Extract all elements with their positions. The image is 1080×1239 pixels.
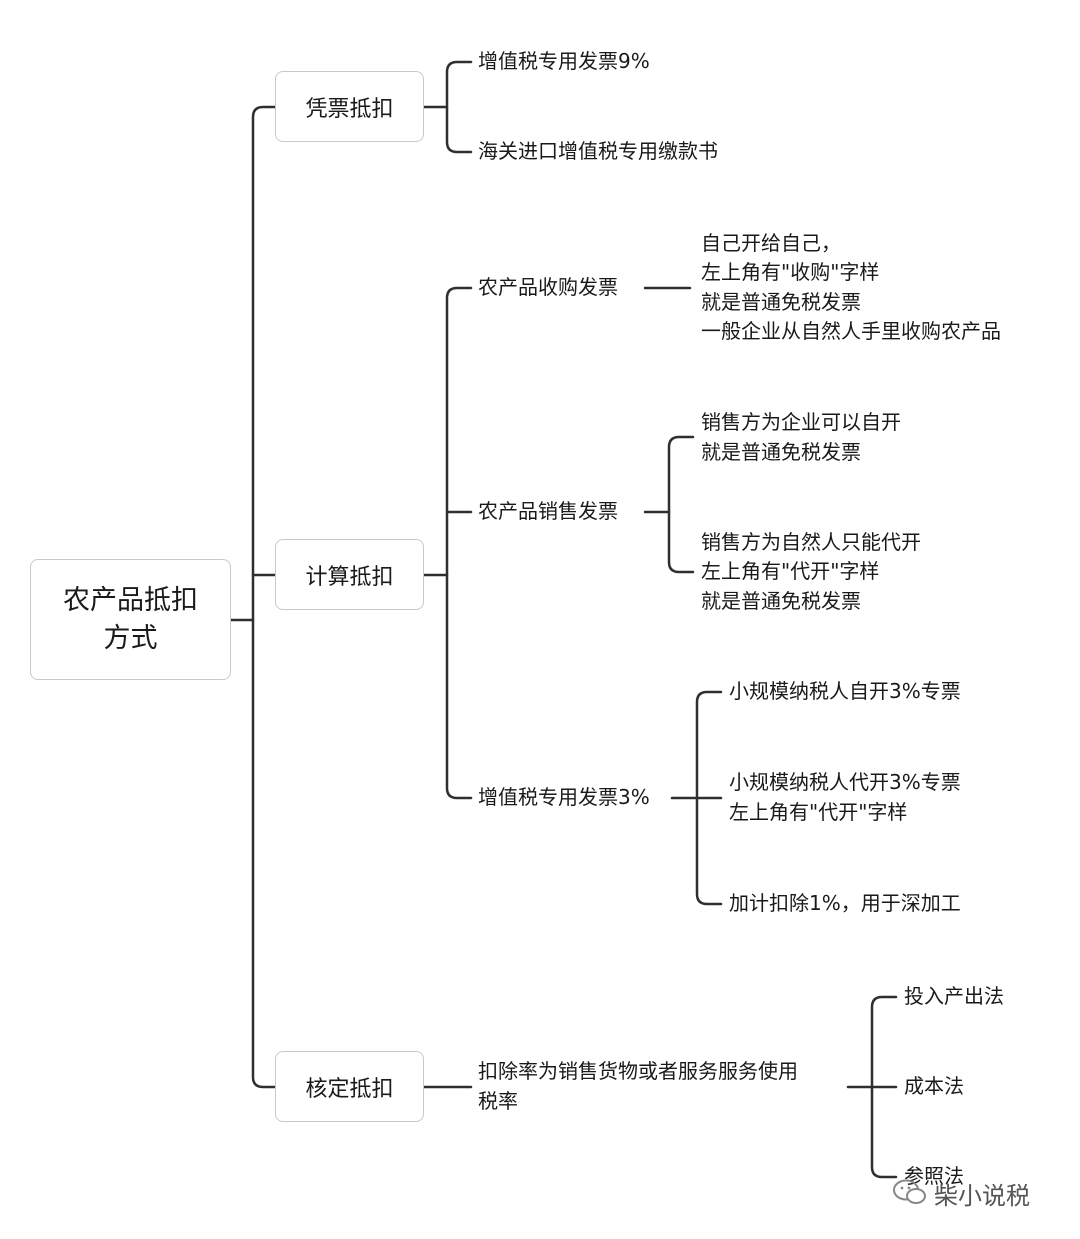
vat3-agent-line: 小规模纳税人代开3%专票 bbox=[729, 770, 961, 794]
method-cost: 成本法 bbox=[904, 1074, 964, 1098]
vat3-agent-line: 左上角有"代开"字样 bbox=[729, 800, 908, 824]
category-approved-label: 核定抵扣 bbox=[305, 1076, 394, 1102]
vat-invoice-3-label: 增值税专用发票3% bbox=[478, 785, 650, 809]
sales-agent-line: 左上角有"代开"字样 bbox=[701, 559, 880, 583]
root-title-line2: 方式 bbox=[103, 622, 158, 654]
category-calculated-label: 计算抵扣 bbox=[305, 564, 394, 590]
voucher-item-customs-payment: 海关进口增值税专用缴款书 bbox=[478, 139, 718, 163]
wechat-icon bbox=[893, 1179, 926, 1204]
sales-invoice-label: 农产品销售发票 bbox=[478, 499, 618, 523]
category-calculated-deduction: 计算抵扣 bbox=[275, 539, 424, 610]
purchase-note-line: 就是普通免税发票 bbox=[701, 290, 861, 314]
approved-rate-line: 税率 bbox=[478, 1089, 518, 1113]
category-voucher-deduction: 凭票抵扣 bbox=[275, 71, 424, 142]
vat3-self-issued: 小规模纳税人自开3%专票 bbox=[729, 679, 961, 703]
sales-agent-line: 销售方为自然人只能代开 bbox=[701, 530, 921, 554]
root-title-line1: 农产品抵扣 bbox=[63, 584, 198, 616]
category-approved-deduction: 核定抵扣 bbox=[275, 1051, 424, 1122]
vat3-extra-deduction: 加计扣除1%，用于深加工 bbox=[729, 891, 961, 915]
sales-self-line: 就是普通免税发票 bbox=[701, 440, 861, 464]
purchase-note-line: 自己开给自己， bbox=[701, 231, 841, 255]
sales-self-line: 销售方为企业可以自开 bbox=[701, 410, 901, 434]
method-input-output: 投入产出法 bbox=[904, 984, 1004, 1008]
watermark-text: 柴小说税 bbox=[934, 1182, 1030, 1210]
root-node: 农产品抵扣 方式 bbox=[30, 559, 231, 680]
purchase-invoice-label: 农产品收购发票 bbox=[478, 275, 618, 299]
approved-rate-line: 扣除率为销售货物或者服务服务使用 bbox=[478, 1059, 798, 1083]
purchase-note-line: 一般企业从自然人手里收购农产品 bbox=[701, 319, 1001, 343]
purchase-note-line: 左上角有"收购"字样 bbox=[701, 260, 880, 284]
category-voucher-label: 凭票抵扣 bbox=[305, 96, 394, 122]
voucher-item-vat-invoice-9: 增值税专用发票9% bbox=[478, 49, 650, 73]
sales-agent-line: 就是普通免税发票 bbox=[701, 589, 861, 613]
